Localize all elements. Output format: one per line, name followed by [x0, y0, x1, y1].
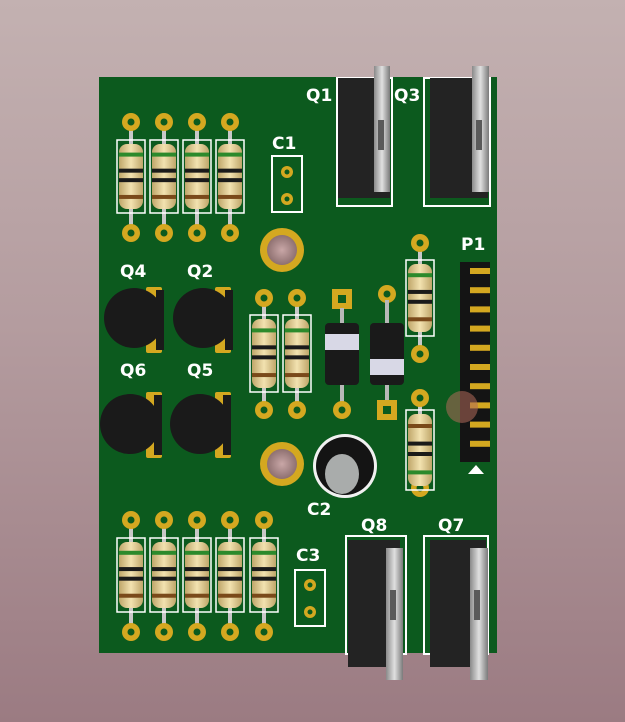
label-q3: Q3: [394, 86, 420, 106]
capacitor-c2: [313, 434, 377, 498]
transistor-q2: [173, 287, 233, 353]
header-pin: [470, 306, 490, 313]
capacitor-c1: [271, 155, 303, 213]
resistor-top-1: [116, 113, 146, 242]
diode-right: [370, 285, 404, 420]
transistor-q3: [423, 66, 491, 207]
resistor-mid-2: [282, 289, 312, 419]
transistor-q1: [336, 66, 393, 207]
resistor-mid-1: [249, 289, 279, 419]
resistor-group: [116, 113, 435, 641]
label-c1: C1: [272, 134, 296, 154]
resistor-top-3: [182, 113, 212, 242]
resistor-top-2: [149, 113, 179, 242]
resistor-right-2: [405, 389, 435, 497]
transistor-q6: [100, 392, 162, 458]
label-q1: Q1: [306, 86, 332, 106]
transistor-q7: [423, 535, 489, 680]
diode-left: [325, 289, 359, 419]
resistor-bottom-2: [149, 511, 179, 641]
label-q5: Q5: [187, 361, 213, 381]
header-pin: [470, 364, 490, 370]
mounting-hole-top: [260, 228, 304, 272]
transistor-q5: [170, 392, 231, 458]
label-p1: P1: [461, 235, 485, 255]
header-pin: [470, 344, 490, 351]
label-q4: Q4: [120, 262, 146, 282]
mounting-hole-bottom: [260, 442, 304, 486]
resistor-bottom-4: [215, 511, 245, 641]
label-c3: C3: [296, 546, 320, 566]
capacitor-c3: [294, 569, 326, 627]
header-pin: [470, 402, 490, 409]
label-q2: Q2: [187, 262, 213, 282]
header-pin: [470, 440, 490, 447]
header-pin: [470, 268, 490, 274]
transistor-q4: [104, 287, 164, 353]
resistor-top-4: [215, 113, 245, 242]
resistor-right-1: [405, 234, 435, 363]
header-pin: [470, 325, 490, 332]
label-q6: Q6: [120, 361, 146, 381]
label-q7: Q7: [438, 516, 464, 536]
resistor-bottom-1: [116, 511, 146, 641]
label-q8: Q8: [361, 516, 387, 536]
header-pin: [470, 421, 490, 428]
resistor-bottom-3: [182, 511, 212, 641]
transistor-q8: [345, 535, 407, 680]
header-pin: [470, 383, 490, 390]
header-pin: [470, 287, 490, 294]
resistor-bottom-5: [249, 511, 279, 641]
header-p1: [446, 262, 490, 474]
label-c2: C2: [307, 500, 331, 520]
